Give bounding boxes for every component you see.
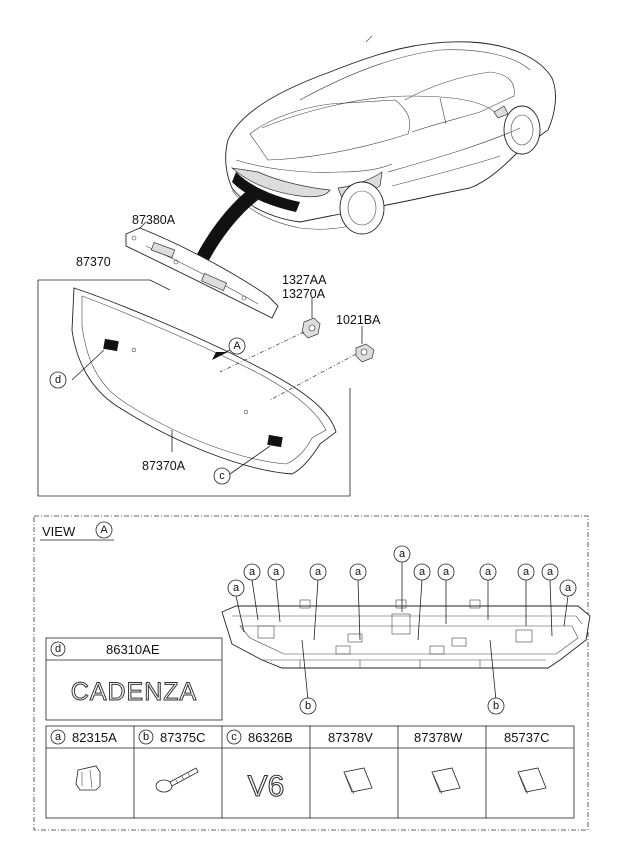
- view-callout-b: b: [305, 700, 311, 712]
- legend-d-key: d: [55, 643, 61, 655]
- view-arrow: [212, 352, 228, 360]
- label-1021BA: 1021BA: [336, 313, 381, 327]
- view-title-marker: A: [100, 524, 108, 536]
- view-callout-a: a: [547, 566, 554, 578]
- garnish-assy-frame: [37, 279, 351, 497]
- view-callout-a: a: [565, 582, 572, 594]
- view-callout-a: a: [249, 566, 256, 578]
- pad-87378V-icon: [343, 767, 373, 795]
- upper-garnish-87380A: [125, 227, 279, 319]
- view-a-callouts: a a a a a a a a a a a a b b: [227, 545, 577, 715]
- view-a-panel: [33, 515, 589, 831]
- legend-part-82315A: 82315A: [72, 730, 117, 745]
- view-callout-a: a: [523, 566, 530, 578]
- v6-emblem-text: V6: [248, 770, 285, 803]
- pad-87378W-icon: [431, 767, 461, 795]
- label-13270A: 13270A: [282, 287, 326, 301]
- view-callout-a: a: [485, 566, 492, 578]
- pad-85737C-icon: [517, 767, 547, 795]
- legend-key-a: a: [55, 731, 62, 743]
- clip-82315A-icon: [75, 765, 101, 791]
- legend-d-box: d 86310AE CADENZA: [45, 637, 223, 721]
- view-callout-a: a: [315, 566, 322, 578]
- lower-garnish-87370A: [71, 287, 337, 475]
- view-callout-leaders: [235, 562, 569, 701]
- view-callout-a: a: [355, 566, 362, 578]
- legend-part-87378V: 87378V: [328, 730, 373, 745]
- screw-87375C-icon: [155, 767, 199, 793]
- legend-d-part: 86310AE: [106, 642, 160, 657]
- callout-d: d: [55, 374, 61, 386]
- label-87370: 87370: [76, 255, 111, 269]
- view-callout-a: a: [273, 566, 280, 578]
- legend-key-c: c: [231, 731, 237, 743]
- legend-part-87375C: 87375C: [160, 730, 206, 745]
- detail-arrow: [196, 190, 258, 262]
- legend-part-87378W: 87378W: [414, 730, 463, 745]
- view-callout-a: a: [399, 548, 406, 560]
- view-callout-a: a: [419, 566, 426, 578]
- car-illustration: [225, 35, 556, 235]
- label-1327AA: 1327AA: [282, 273, 327, 287]
- legend-part-86326B: 86326B: [248, 730, 293, 745]
- nut-part: [301, 317, 321, 339]
- view-title: VIEW: [42, 524, 76, 539]
- view-marker-callout: A: [233, 340, 241, 352]
- legend-part-85737C: 85737C: [504, 730, 550, 745]
- view-callout-a: a: [443, 566, 450, 578]
- view-callout-b: b: [493, 700, 499, 712]
- view-callout-a: a: [233, 582, 240, 594]
- label-87370A: 87370A: [142, 459, 186, 473]
- clip-part: [355, 343, 375, 363]
- label-87380A: 87380A: [132, 213, 176, 227]
- legend-parts-table: a 82315A b 87375C c 86326B 87378V 87378W…: [45, 725, 575, 819]
- legend-key-b: b: [143, 731, 149, 743]
- cadenza-emblem-text: CADENZA: [71, 678, 197, 706]
- callout-c: c: [219, 470, 225, 482]
- garnish-rear-view: [221, 599, 591, 669]
